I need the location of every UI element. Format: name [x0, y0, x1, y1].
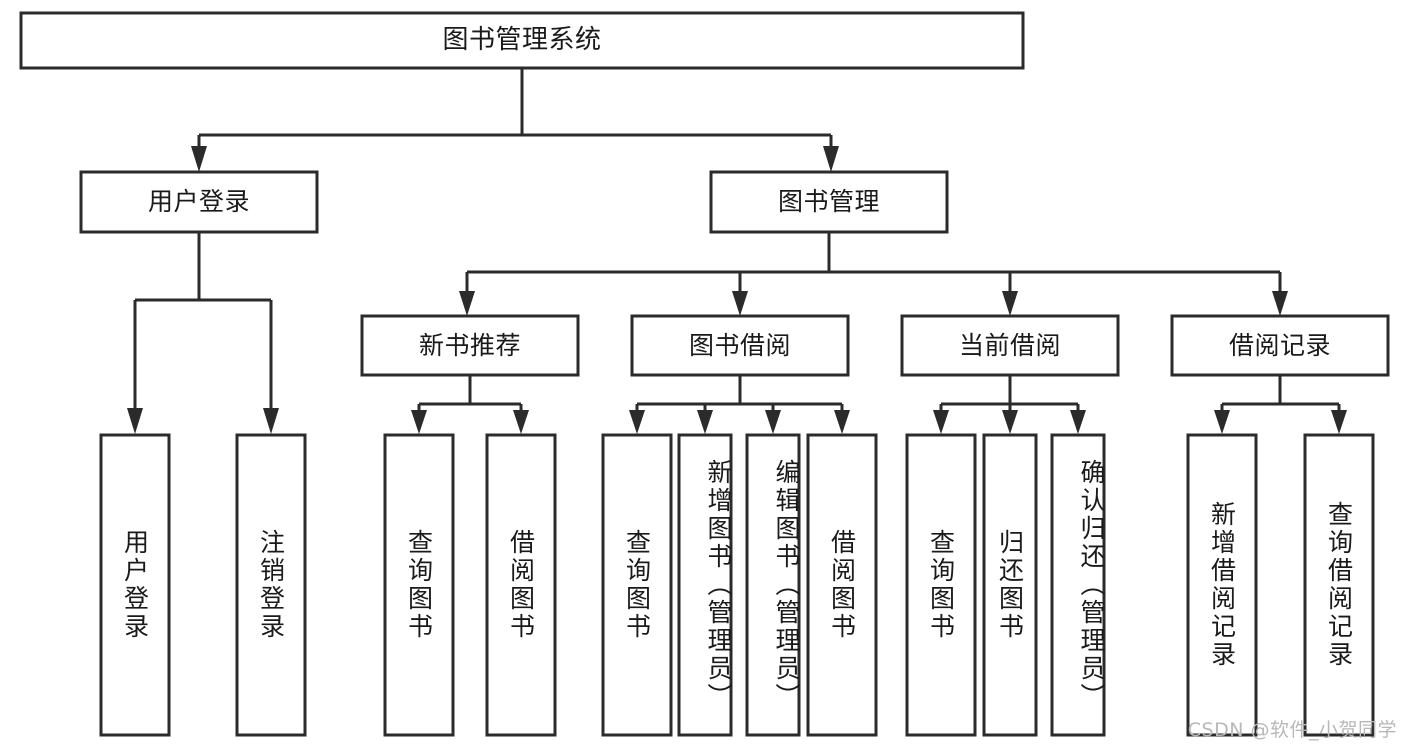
arrow-head-book-borrow	[732, 291, 748, 316]
node-box-leaf-confirm-return[interactable]	[1050, 433, 1106, 737]
node-box-user-login[interactable]	[79, 170, 319, 234]
node-box-leaf-borrow-book-1[interactable]	[485, 433, 557, 737]
connector-group-book-manage	[459, 232, 1288, 316]
arrow-head-borrow-record	[1272, 291, 1288, 316]
node-box-leaf-logout[interactable]	[235, 433, 307, 737]
arrow-head-new-book-rec	[459, 291, 475, 316]
node-box-leaf-query-record[interactable]	[1303, 433, 1375, 737]
node-box-root[interactable]	[19, 11, 1025, 70]
watermark-text: CSDN @软件_小贺同学	[1187, 719, 1397, 741]
arrow-head-user-login	[191, 146, 207, 172]
connector-group-book-borrow	[629, 375, 850, 434]
connector-group-current-borrow	[933, 375, 1086, 434]
node-box-leaf-borrow-book-2[interactable]	[806, 433, 878, 737]
node-box-leaf-query-book-1[interactable]	[383, 433, 455, 737]
arrow-head-leaf-confirm-return	[1070, 410, 1086, 434]
connector-group-new-book-rec	[411, 375, 529, 434]
arrow-head-leaf-user-login	[127, 408, 143, 434]
arrow-head-leaf-edit-book	[765, 410, 781, 434]
arrow-head-leaf-query-book-1	[411, 410, 427, 434]
node-box-leaf-query-book-2[interactable]	[601, 433, 673, 737]
arrow-head-leaf-add-book	[697, 410, 713, 434]
node-box-new-book-rec[interactable]	[360, 314, 580, 377]
connector-group-borrow-record	[1214, 375, 1347, 434]
node-box-leaf-add-record[interactable]	[1186, 433, 1258, 737]
arrow-head-leaf-add-record	[1214, 410, 1230, 434]
node-box-leaf-edit-book[interactable]	[745, 433, 801, 737]
arrow-head-leaf-query-book-2	[629, 410, 645, 434]
connector-group-user-login	[127, 232, 279, 434]
node-box-leaf-add-book[interactable]	[677, 433, 733, 737]
arrow-head-current-borrow	[1002, 291, 1018, 316]
arrow-head-leaf-borrow-book-2	[834, 410, 850, 434]
node-box-book-borrow[interactable]	[630, 314, 850, 377]
node-box-current-borrow[interactable]	[900, 314, 1120, 377]
node-box-borrow-record[interactable]	[1170, 314, 1390, 377]
arrow-head-leaf-query-book-3	[933, 410, 949, 434]
arrow-head-leaf-logout	[263, 408, 279, 434]
node-box-leaf-query-book-3[interactable]	[905, 433, 977, 737]
node-box-leaf-return-book[interactable]	[982, 433, 1038, 737]
node-box-book-manage[interactable]	[709, 170, 949, 234]
arrow-head-leaf-borrow-book-1	[513, 410, 529, 434]
arrow-head-leaf-return-book	[1002, 410, 1018, 434]
node-box-leaf-user-login[interactable]	[99, 433, 171, 737]
arrow-head-leaf-query-record	[1331, 410, 1347, 434]
connector-group-root	[191, 68, 839, 172]
arrow-head-book-manage	[823, 146, 839, 172]
